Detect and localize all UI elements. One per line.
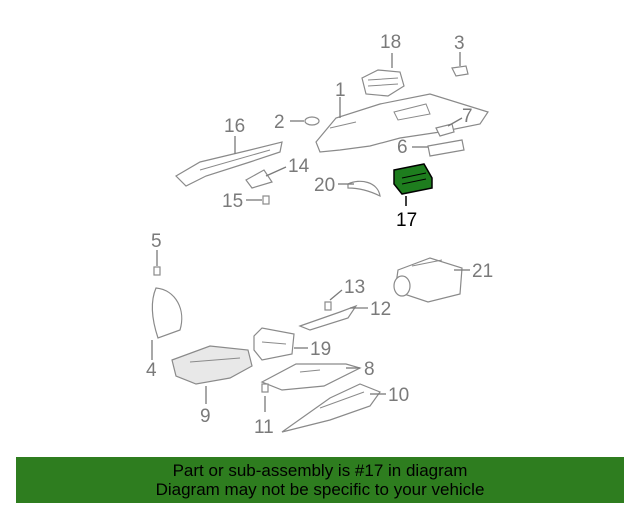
callout-9: 9 xyxy=(200,406,211,427)
part-15-clip xyxy=(262,195,270,205)
part-2-ring xyxy=(304,116,320,126)
part-5-clip xyxy=(153,266,161,276)
part-16-trim-panel xyxy=(175,141,283,187)
callout-16: 16 xyxy=(224,116,245,137)
callout-3: 3 xyxy=(454,33,465,54)
part-6-trim xyxy=(427,139,465,157)
part-7-bracket xyxy=(435,123,455,137)
part-4-endcap xyxy=(151,287,183,339)
callout-18: 18 xyxy=(380,32,401,53)
part-18-vent xyxy=(361,69,405,97)
part-12-trim xyxy=(298,304,358,331)
part-13-clip xyxy=(324,301,332,311)
part-10-glovebox xyxy=(281,383,381,433)
banner-line-2: Diagram may not be specific to your vehi… xyxy=(155,480,485,499)
callout-19: 19 xyxy=(310,339,331,360)
callout-14: 14 xyxy=(288,156,310,177)
callout-5: 5 xyxy=(151,231,162,252)
part-1-dash-pad xyxy=(315,93,489,153)
part-11-clip xyxy=(261,383,269,393)
callout-7: 7 xyxy=(462,106,473,127)
part-20-trim xyxy=(347,180,381,198)
part-14-cover xyxy=(245,169,273,189)
callout-15: 15 xyxy=(222,191,243,212)
callout-20: 20 xyxy=(314,175,335,196)
part-21-module xyxy=(393,257,463,303)
banner-line-1: Part or sub-assembly is #17 in diagram xyxy=(172,461,468,480)
parts-diagram: 1 2 3 4 5 6 7 8 9 10 11 12 13 14 15 16 1… xyxy=(146,32,493,438)
callout-2: 2 xyxy=(274,112,285,133)
part-8-glovebox-door xyxy=(260,363,362,391)
callout-12: 12 xyxy=(370,299,391,320)
callout-1: 1 xyxy=(335,80,346,101)
part-9-lower-panel xyxy=(171,345,253,385)
callout-10: 10 xyxy=(388,385,409,406)
callout-4: 4 xyxy=(146,360,157,381)
callout-13: 13 xyxy=(344,277,365,298)
callout-6: 6 xyxy=(397,137,408,158)
callout-21: 21 xyxy=(472,261,493,282)
part-17-vent-highlighted xyxy=(393,163,433,195)
callout-11: 11 xyxy=(254,417,274,438)
leader-lines xyxy=(151,52,470,412)
part-19-bin xyxy=(253,327,295,361)
callout-8: 8 xyxy=(364,359,375,380)
callout-17: 17 xyxy=(396,210,417,231)
info-banner: Part or sub-assembly is #17 in diagram D… xyxy=(16,457,624,503)
part-3-clip xyxy=(451,65,469,77)
